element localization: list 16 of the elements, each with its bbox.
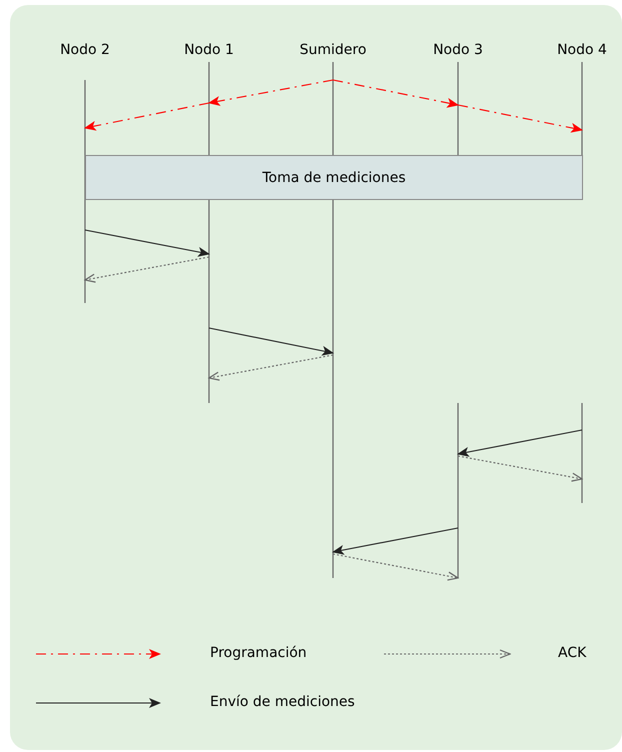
message-arrow xyxy=(458,455,583,482)
message-arrow xyxy=(332,527,458,555)
legend-label: Programación xyxy=(210,645,307,661)
message-arrow xyxy=(332,553,459,581)
message-arrow xyxy=(84,102,210,131)
message-arrow xyxy=(208,327,334,356)
message-arrow xyxy=(458,104,583,133)
message-arrow xyxy=(84,229,210,257)
message-arrow xyxy=(332,79,459,108)
message-arrow xyxy=(208,354,334,381)
legend-label: ACK xyxy=(558,645,586,661)
message-arrow xyxy=(457,429,582,457)
legend-label: Envío de mediciones xyxy=(210,694,355,710)
message-arrow xyxy=(84,256,210,283)
activity-bar: Toma de mediciones xyxy=(85,155,583,200)
message-arrow xyxy=(208,79,334,106)
